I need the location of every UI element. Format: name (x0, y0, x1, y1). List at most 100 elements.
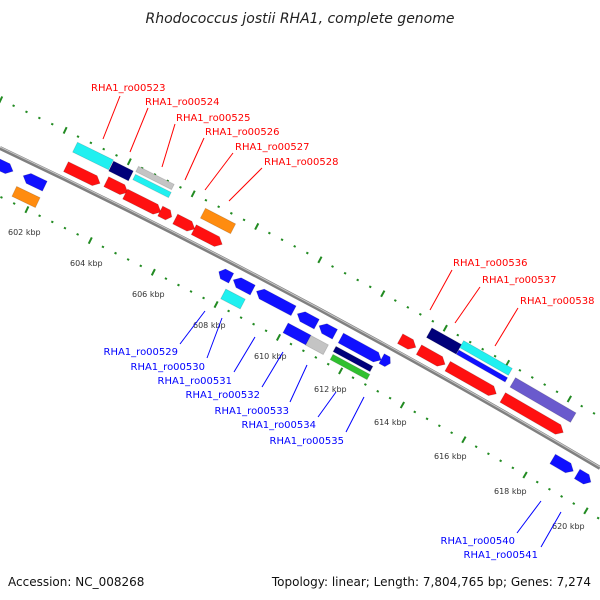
tick-dot (596, 516, 600, 520)
tick-dot (499, 459, 503, 463)
genome-axis-highlight (0, 146, 600, 468)
gene-red-5[interactable] (172, 213, 198, 234)
tick-dot (376, 389, 380, 393)
gene-blue-a[interactable] (21, 171, 48, 192)
tick-dot (592, 411, 596, 415)
gene-orange-a[interactable] (11, 185, 41, 209)
tick-dot (76, 135, 80, 138)
gene-blue-g[interactable] (378, 353, 393, 368)
gene-ro00525-gray[interactable] (135, 165, 175, 191)
gene-red-3[interactable] (122, 188, 164, 217)
gene-label[interactable]: RHA1_ro00529 (104, 347, 179, 358)
tick-label: 612 kbp (314, 385, 347, 394)
gene-ro00525[interactable] (132, 173, 172, 199)
tick-dot (314, 356, 318, 359)
tick-dot (102, 147, 106, 151)
tick-label: 614 kbp (374, 418, 407, 427)
tick-dot (50, 122, 54, 126)
tick-dot (189, 290, 193, 293)
gene-ro00540[interactable] (549, 453, 576, 476)
gene-ro00534[interactable] (329, 353, 371, 381)
gene-label[interactable]: RHA1_ro00536 (453, 258, 528, 269)
tick-dot (38, 214, 42, 218)
gene-label[interactable]: RHA1_ro00532 (186, 390, 261, 401)
gene-ro00538[interactable] (509, 377, 577, 423)
tick-dot (363, 383, 367, 386)
gene-blue-left-edge[interactable] (0, 157, 15, 177)
tick-dot (63, 226, 67, 230)
gene-blue-e[interactable] (316, 321, 339, 340)
gene-ro00537[interactable] (459, 340, 513, 376)
gene-label[interactable]: RHA1_ro00535 (270, 436, 345, 447)
leader-line (261, 351, 284, 388)
gene-label[interactable]: RHA1_ro00524 (145, 97, 220, 108)
gene-blue-c[interactable] (231, 275, 256, 296)
kbp-tick-mark (190, 190, 196, 198)
gene-ro00529[interactable] (220, 288, 246, 310)
tick-label: 616 kbp (434, 452, 467, 461)
gene-ro00537-blue[interactable] (455, 349, 509, 383)
tick-dot (450, 431, 454, 435)
gene-ro00528[interactable] (199, 207, 237, 235)
gene-label[interactable]: RHA1_ro00533 (215, 406, 290, 417)
tick-dot (252, 322, 256, 326)
tick-label: 602 kbp (8, 228, 41, 237)
kbp-tick-mark (87, 237, 93, 245)
leader-line (129, 107, 149, 153)
tick-dot (164, 277, 168, 281)
gene-red-7[interactable] (396, 333, 418, 352)
gene-label[interactable]: RHA1_ro00537 (482, 275, 557, 286)
gene-red-10[interactable] (499, 392, 566, 438)
gene-label[interactable]: RHA1_ro00525 (176, 113, 251, 124)
tick-dot (486, 452, 490, 456)
kbp-tick-mark (0, 96, 4, 104)
gene-label[interactable]: RHA1_ro00530 (131, 362, 206, 373)
gene-label[interactable]: RHA1_ro00527 (235, 142, 310, 153)
gene-red-2[interactable] (103, 176, 130, 198)
tick-dot (267, 231, 271, 235)
leader-line (345, 396, 365, 433)
gene-label[interactable]: RHA1_ro00534 (242, 420, 317, 431)
gene-ro00533[interactable] (332, 345, 374, 373)
gene-red-4[interactable] (157, 205, 175, 222)
kbp-tick-mark (62, 126, 68, 134)
gene-red-6[interactable] (190, 224, 224, 249)
gene-blue-f[interactable] (337, 332, 384, 365)
gene-ro00523[interactable] (72, 141, 114, 171)
leader-line (516, 500, 542, 534)
tick-dot (535, 480, 539, 484)
gene-label[interactable]: RHA1_ro00523 (91, 83, 166, 94)
gene-blue-d[interactable] (295, 309, 320, 330)
gene-label[interactable]: RHA1_ro00531 (158, 376, 233, 387)
kbp-tick-mark (338, 367, 344, 375)
gene-label[interactable]: RHA1_ro00526 (205, 127, 280, 138)
tick-dot (331, 265, 334, 268)
gene-red-8[interactable] (415, 344, 448, 369)
gene-label[interactable]: RHA1_ro00541 (464, 550, 539, 561)
gene-ro00531[interactable] (282, 322, 312, 346)
kbp-tick-mark (566, 395, 572, 403)
tick-dot (418, 312, 422, 316)
gene-ro00524[interactable] (108, 160, 134, 182)
gene-label[interactable]: RHA1_ro00528 (264, 157, 339, 168)
tick-dot (555, 390, 559, 394)
gene-ro00530[interactable] (254, 286, 297, 317)
gene-ro00541[interactable] (573, 468, 593, 487)
tick-dot (204, 198, 208, 202)
tick-dot (301, 349, 305, 353)
tick-dot (264, 329, 268, 333)
tick-dot (89, 141, 93, 145)
gene-red-9[interactable] (444, 360, 499, 398)
tick-dot (139, 264, 143, 268)
gene-ro00536[interactable] (425, 327, 463, 355)
leader-line (429, 269, 453, 311)
gene-label[interactable]: RHA1_ro00540 (441, 536, 516, 547)
gene-blue-b[interactable] (216, 267, 235, 284)
gene-label[interactable]: RHA1_ro00538 (520, 296, 595, 307)
tick-dot (343, 271, 347, 275)
tick-label: 610 kbp (254, 352, 287, 361)
genome-axis (0, 146, 600, 470)
gene-ro00532[interactable] (305, 334, 329, 356)
tick-dot (393, 299, 397, 302)
gene-red-1[interactable] (62, 161, 103, 189)
